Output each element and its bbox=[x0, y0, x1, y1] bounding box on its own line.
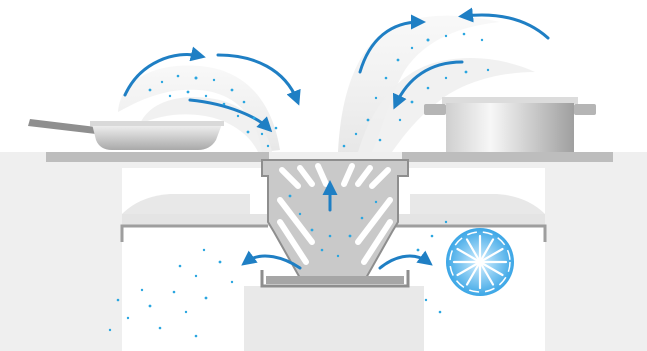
stock-pot bbox=[424, 97, 596, 152]
arrow-exit-right bbox=[380, 256, 428, 268]
extraction-fan bbox=[446, 228, 514, 296]
frying-pan bbox=[28, 119, 224, 150]
